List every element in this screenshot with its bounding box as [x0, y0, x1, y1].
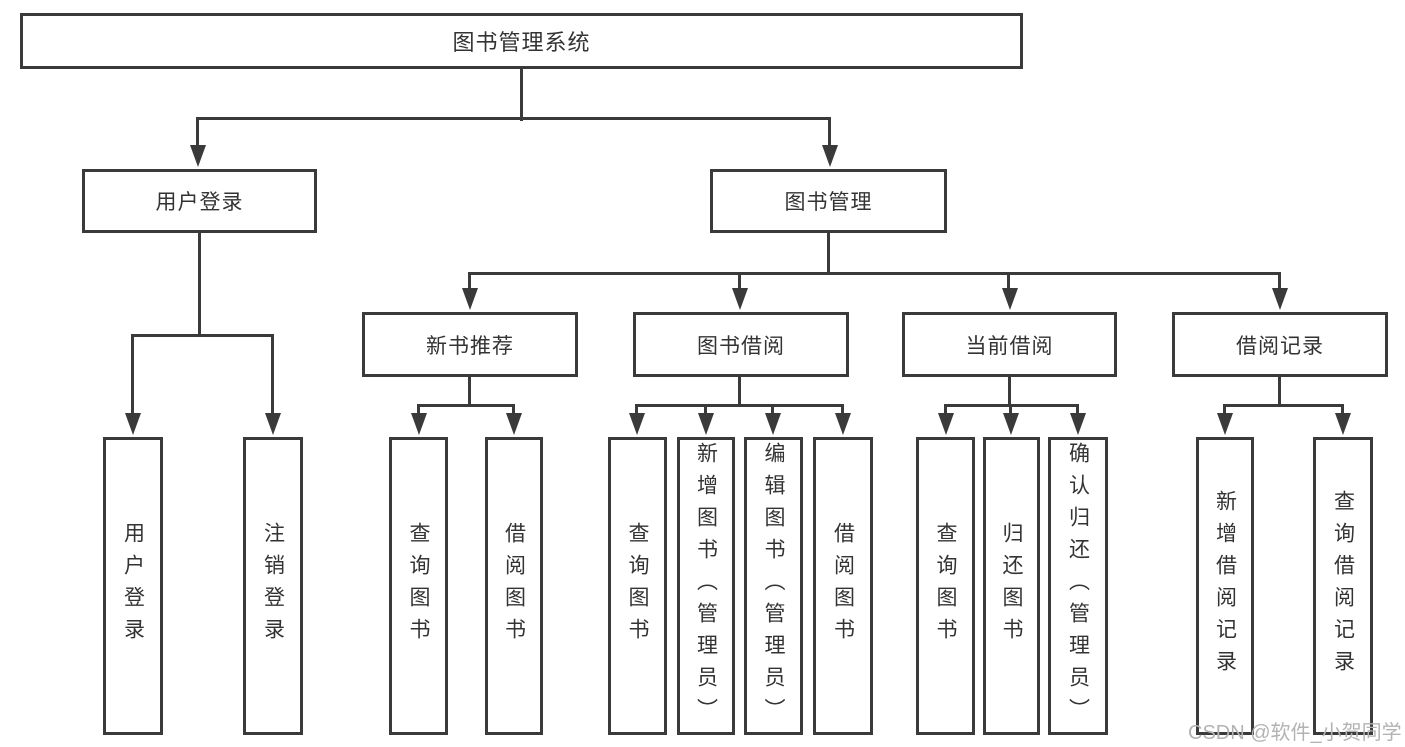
node-borrow-records-label: 借阅记录 [1236, 334, 1324, 358]
node-book-management-label: 图书管理 [784, 191, 873, 214]
connector-line [738, 272, 741, 290]
arrow-down-icon [265, 413, 281, 435]
node-bb-edit-books-admin-label: 编辑图书（管理员） [762, 442, 785, 730]
node-leaf-user-login-label: 用户登录 [121, 522, 145, 650]
node-book-management: 图书管理 [710, 169, 947, 233]
connector-line [1223, 404, 1344, 407]
connector-line [828, 117, 831, 152]
connector-line [512, 404, 515, 418]
connector-line [827, 233, 830, 275]
node-br-add-borrow-record-label: 新增借阅记录 [1213, 490, 1237, 682]
connector-line [771, 404, 774, 418]
node-user-login-label: 用户登录 [155, 191, 244, 214]
node-cb-query-books-label: 查询图书 [934, 522, 957, 650]
arrow-down-icon [506, 413, 522, 435]
node-bb-add-books-admin-label: 新增图书（管理员） [694, 442, 718, 730]
node-borrow-records: 借阅记录 [1172, 312, 1388, 377]
connector-line [196, 117, 199, 152]
connector-line [1008, 377, 1011, 407]
node-cb-confirm-return-admin-label: 确认归还（管理员） [1066, 442, 1090, 730]
arrow-down-icon [698, 413, 714, 435]
node-bb-borrow-books-label: 借阅图书 [831, 522, 855, 650]
node-book-borrow-label: 图书借阅 [697, 334, 785, 358]
arrow-down-icon [822, 145, 838, 167]
arrow-down-icon [190, 145, 206, 167]
node-current-borrow-label: 当前借阅 [965, 334, 1054, 358]
node-br-query-borrow-record-label: 查询借阅记录 [1331, 490, 1355, 682]
node-nb-borrow-books: 借阅图书 [485, 437, 543, 735]
connector-line [944, 404, 947, 418]
arrow-down-icon [1070, 413, 1086, 435]
arrow-down-icon [835, 413, 851, 435]
node-br-query-borrow-record: 查询借阅记录 [1313, 437, 1373, 735]
arrow-down-icon [1003, 413, 1019, 435]
node-nb-query-books-label: 查询图书 [407, 522, 430, 650]
arrow-down-icon [1002, 288, 1018, 310]
arrow-down-icon [125, 413, 141, 435]
connector-line [635, 404, 844, 407]
connector-line [1007, 272, 1010, 290]
connector-line [468, 272, 471, 290]
connector-line [468, 272, 1281, 275]
node-cb-confirm-return-admin: 确认归还（管理员） [1048, 437, 1108, 735]
node-bb-add-books-admin: 新增图书（管理员） [677, 437, 735, 735]
connector-line [1076, 404, 1079, 418]
arrow-down-icon [938, 413, 954, 435]
arrow-down-icon [732, 288, 748, 310]
connector-line [271, 334, 274, 416]
node-cb-query-books: 查询图书 [916, 437, 975, 735]
node-new-book-recommend: 新书推荐 [362, 312, 578, 377]
connector-line [468, 377, 471, 407]
connector-line [520, 68, 523, 121]
arrow-down-icon [765, 413, 781, 435]
connector-line [1278, 272, 1281, 290]
node-root-label: 图书管理系统 [452, 30, 591, 55]
node-cb-return-books-label: 归还图书 [1000, 522, 1023, 650]
connector-line [131, 334, 134, 416]
node-new-book-recommend-label: 新书推荐 [426, 334, 514, 358]
arrow-down-icon [411, 413, 427, 435]
node-br-add-borrow-record: 新增借阅记录 [1196, 437, 1254, 735]
node-leaf-user-login: 用户登录 [103, 437, 163, 735]
connector-line [1341, 404, 1344, 418]
connector-line [196, 117, 831, 120]
node-book-borrow: 图书借阅 [633, 312, 849, 377]
connector-line [1223, 404, 1226, 418]
connector-line [1009, 404, 1012, 418]
node-leaf-logout-login-label: 注销登录 [261, 522, 285, 650]
arrow-down-icon [462, 288, 478, 310]
node-cb-return-books: 归还图书 [983, 437, 1040, 735]
connector-line [1278, 377, 1281, 407]
node-bb-query-books: 查询图书 [608, 437, 667, 735]
node-nb-borrow-books-label: 借阅图书 [502, 522, 526, 650]
node-user-login: 用户登录 [82, 169, 317, 233]
connector-line [417, 404, 515, 407]
connector-line [417, 404, 420, 418]
connector-line [131, 334, 274, 337]
node-current-borrow: 当前借阅 [902, 312, 1117, 377]
arrow-down-icon [1335, 413, 1351, 435]
connector-line [841, 404, 844, 418]
node-nb-query-books: 查询图书 [389, 437, 448, 735]
node-leaf-logout-login: 注销登录 [243, 437, 303, 735]
connector-line [198, 233, 201, 337]
connector-line [738, 377, 741, 407]
watermark: CSDN @软件_小贺同学 [1188, 722, 1402, 744]
arrow-down-icon [1272, 288, 1288, 310]
node-bb-edit-books-admin: 编辑图书（管理员） [744, 437, 803, 735]
node-root: 图书管理系统 [20, 13, 1023, 69]
node-bb-borrow-books: 借阅图书 [813, 437, 873, 735]
arrow-down-icon [629, 413, 645, 435]
node-bb-query-books-label: 查询图书 [626, 522, 649, 650]
connector-line [635, 404, 638, 418]
arrow-down-icon [1217, 413, 1233, 435]
connector-line [704, 404, 707, 418]
